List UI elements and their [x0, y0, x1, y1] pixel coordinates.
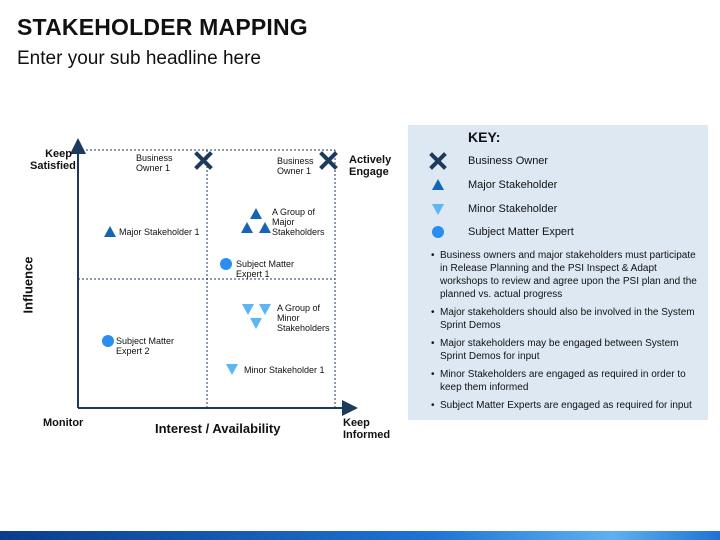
major-stakeholder-marker	[104, 226, 116, 237]
minor-stakeholder-marker	[226, 364, 238, 375]
label-minor-stakeholder-group: A Group of Minor Stakeholders	[277, 303, 330, 333]
list-item: Minor Stakeholders are engaged as requir…	[431, 368, 702, 394]
list-item: Subject Matter Experts are engaged as re…	[431, 399, 702, 412]
list-item: Major stakeholders may be engaged betwee…	[431, 337, 702, 363]
footer-bar	[0, 531, 720, 540]
label-business-owner-left: Business Owner 1	[136, 153, 173, 173]
corner-actively-engage: Actively Engage	[349, 154, 392, 178]
corner-keep-informed: Keep Informed	[343, 417, 391, 441]
x-axis-label: Interest / Availability	[155, 421, 281, 436]
major-stakeholder-marker	[259, 222, 271, 233]
x-cross-icon	[429, 152, 447, 170]
page-title: STAKEHOLDER MAPPING	[17, 14, 308, 40]
circle-icon	[432, 226, 444, 238]
key-major-stakeholder-label: Major Stakeholder	[468, 179, 558, 191]
label-major-stakeholder-group: A Group of Major Stakeholders	[272, 207, 325, 237]
list-item: Business owners and major stakeholders m…	[431, 249, 702, 301]
corner-monitor: Monitor	[43, 417, 84, 429]
label-sme-1: Subject Matter Expert 1	[236, 259, 295, 279]
business-owner-marker	[319, 151, 338, 170]
label-sme-2: Subject Matter Expert 2	[116, 336, 175, 356]
minor-stakeholder-marker	[259, 304, 271, 315]
key-bullet-list: Business owners and major stakeholders m…	[431, 249, 702, 417]
corner-keep-satisfied: Keep Satisfied	[30, 148, 76, 172]
major-stakeholder-marker	[250, 208, 262, 219]
minor-stakeholder-marker	[242, 304, 254, 315]
triangle-up-icon	[432, 179, 444, 190]
label-minor-stakeholder-1: Minor Stakeholder 1	[244, 365, 325, 375]
minor-stakeholder-marker	[250, 318, 262, 329]
y-axis-label: Influence	[20, 256, 36, 314]
sme-marker	[102, 335, 114, 347]
list-item: Major stakeholders should also be involv…	[431, 306, 702, 332]
label-major-stakeholder-1: Major Stakeholder 1	[119, 227, 200, 237]
key-panel: KEY: Business Owner Major Stakeholder Mi…	[408, 125, 708, 420]
sme-marker	[220, 258, 232, 270]
triangle-down-icon	[432, 204, 444, 215]
business-owner-marker	[194, 151, 213, 170]
key-title: KEY:	[468, 129, 501, 145]
label-business-owner-right: Business Owner 1	[277, 156, 314, 176]
page-subtitle: Enter your sub headline here	[17, 48, 261, 69]
key-business-owner-label: Business Owner	[468, 155, 549, 167]
major-stakeholder-marker	[241, 222, 253, 233]
key-sme-label: Subject Matter Expert	[468, 226, 574, 238]
key-minor-stakeholder-label: Minor Stakeholder	[468, 203, 558, 215]
